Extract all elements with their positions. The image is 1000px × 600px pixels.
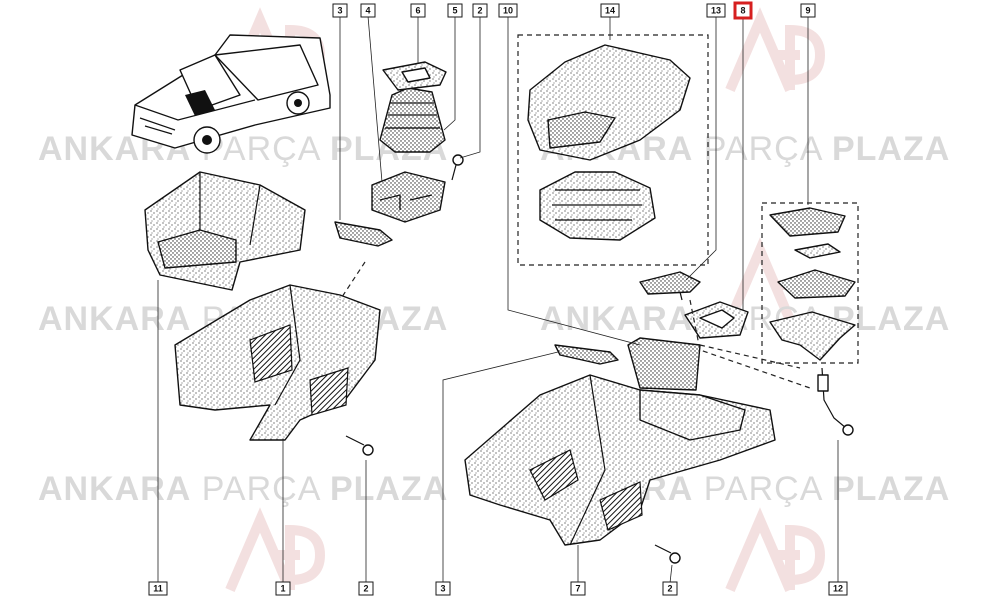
callout: 6: [410, 3, 426, 18]
part-13-clip: [639, 271, 701, 301]
callout-label: 1: [280, 584, 285, 594]
group-14-dashed-frame: [517, 34, 709, 266]
callout: 5: [447, 3, 463, 18]
part-3-bracket-right: [554, 344, 619, 365]
callout: 14: [600, 3, 620, 18]
callout-label: 4: [365, 6, 370, 16]
callout-label: 13: [711, 6, 721, 16]
callout-label: 5: [452, 6, 457, 16]
callout: 10: [498, 3, 518, 18]
callout: 13: [706, 3, 726, 18]
part-2-screw-left: [345, 154, 464, 456]
callout: 2: [662, 581, 678, 596]
part-1-lower-console: [174, 284, 381, 441]
part-12-wire-connector: [817, 367, 854, 436]
callout-label: 9: [805, 6, 810, 16]
callout-highlighted: 8: [733, 1, 753, 20]
part-10-cover: [627, 337, 701, 391]
callout-label: 6: [415, 6, 420, 16]
callout: 4: [360, 3, 376, 18]
callout-label: 2: [667, 584, 672, 594]
callout: 2: [472, 3, 488, 18]
leader-lines: [157, 15, 839, 584]
van-illustration-icon: [131, 34, 331, 154]
svg-text:ANKARA PARÇA PLAZA: ANKARA PARÇA PLAZA: [38, 470, 448, 508]
part-5-gear-boot: [379, 87, 446, 153]
callout-label: 14: [605, 6, 615, 16]
callout: 3: [435, 581, 451, 596]
callout-label: 2: [363, 584, 368, 594]
callouts-top: 3 4 6 5 2 10 14 13 8 9: [332, 1, 816, 20]
part-6-boot-frame: [382, 61, 447, 91]
callout-label: 3: [440, 584, 445, 594]
group-9-dashed-frame: [761, 202, 859, 364]
callout-label: 2: [477, 6, 482, 16]
callout-label: 11: [153, 584, 163, 594]
callout: 9: [800, 3, 816, 18]
callout: 3: [332, 3, 348, 18]
part-2-screw-right: [654, 544, 681, 564]
watermark-word-2: PARÇA: [202, 130, 321, 168]
callout: 7: [570, 581, 586, 596]
part-11-upper-console: [144, 171, 306, 291]
callout-label: 7: [575, 584, 580, 594]
callout: 1: [275, 581, 291, 596]
callout: 12: [828, 581, 848, 596]
part-4-switch-block: [371, 171, 446, 223]
callout-label: 3: [337, 6, 342, 16]
callout-label: 8: [740, 6, 745, 16]
part-7-main-console: [464, 374, 776, 546]
callout-label: 10: [503, 6, 513, 16]
callouts-bottom: 11 1 2 3 7 2 12: [148, 581, 848, 596]
part-3-bracket-left: [334, 221, 393, 247]
callout-label: 12: [833, 584, 843, 594]
callout: 11: [148, 581, 168, 596]
part-8-frame: [684, 301, 749, 339]
callout: 2: [358, 581, 374, 596]
